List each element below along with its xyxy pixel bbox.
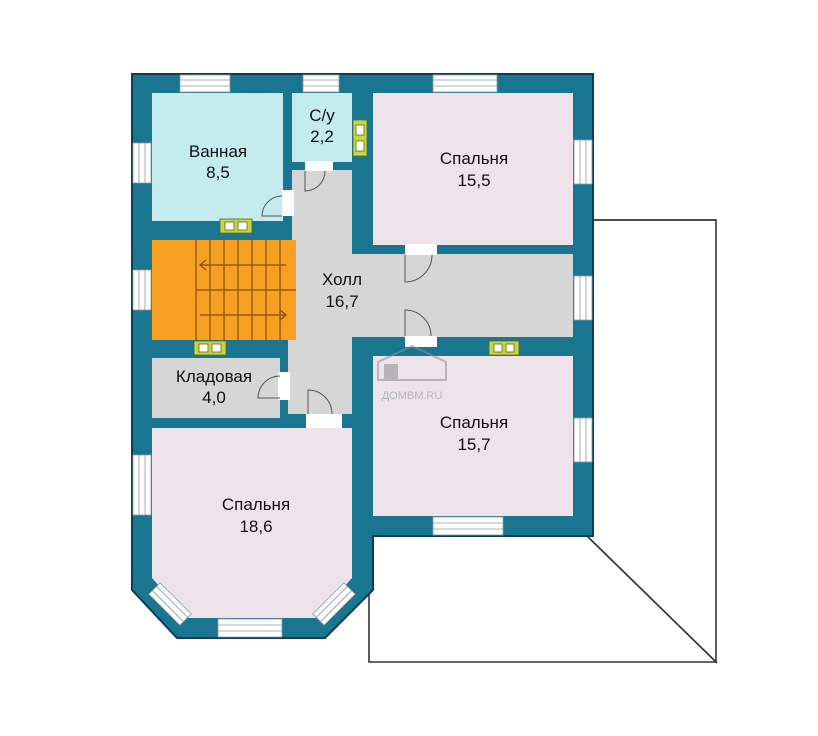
vent-bedroom-se	[488, 340, 520, 356]
window-south-1	[432, 516, 504, 536]
hall-area: 16,7	[325, 292, 358, 311]
bedroom-ne-area: 15,5	[457, 171, 490, 190]
pantry-name: Кладовая	[176, 367, 252, 386]
bathroom-area: 8,5	[206, 163, 230, 182]
window-east-2	[573, 275, 593, 321]
vent-stair	[193, 340, 227, 356]
window-south-2	[217, 618, 283, 638]
bedroom-se-name: Спальня	[440, 413, 508, 432]
window-bay-se	[312, 582, 356, 626]
bedroom-ne-name: Спальня	[440, 149, 508, 168]
window-east-1	[573, 139, 593, 185]
hall-name: Холл	[322, 270, 362, 289]
window-north-2	[302, 74, 340, 93]
window-north-3	[432, 74, 498, 93]
staircase	[195, 240, 296, 340]
bedroom-sw-area: 18,6	[239, 517, 272, 536]
watermark-text: ДОМВМ.RU	[382, 390, 443, 402]
window-north-1	[179, 74, 231, 93]
wc-name: С/у	[309, 106, 335, 125]
roof-outline	[368, 219, 718, 664]
door-bedroom-se	[404, 309, 437, 347]
window-east-3	[573, 417, 593, 463]
pantry-floor	[152, 358, 280, 418]
watermark: ДОМВМ.RU	[377, 344, 447, 402]
wc-floor	[292, 93, 352, 162]
door-pantry	[257, 372, 290, 400]
hall-floor	[288, 170, 573, 414]
bedroom-ne-floor	[373, 93, 573, 245]
bedroom-sw-name: Спальня	[222, 495, 290, 514]
window-west-1	[132, 142, 152, 184]
bathroom-name: Ванная	[189, 142, 247, 161]
door-bathroom	[261, 190, 294, 217]
wc-area: 2,2	[310, 127, 334, 146]
bedroom-se-area: 15,7	[457, 435, 490, 454]
vent-blocks	[193, 119, 520, 356]
window-west-2	[132, 269, 152, 311]
vent-wc	[352, 119, 368, 157]
window-west-3	[132, 454, 152, 516]
window-bay-sw	[148, 582, 192, 626]
doors	[257, 161, 437, 428]
windows	[132, 74, 593, 638]
bedroom-sw-floor	[152, 428, 352, 618]
door-bedroom-sw	[306, 389, 342, 428]
door-bedroom-ne	[404, 244, 437, 283]
bedroom-se-floor	[373, 356, 573, 516]
pantry-area: 4,0	[202, 388, 226, 407]
watermark-logo-icon	[377, 344, 447, 381]
door-wc	[304, 161, 333, 192]
bathroom-floor	[152, 93, 283, 221]
vent-bathroom	[219, 218, 253, 234]
